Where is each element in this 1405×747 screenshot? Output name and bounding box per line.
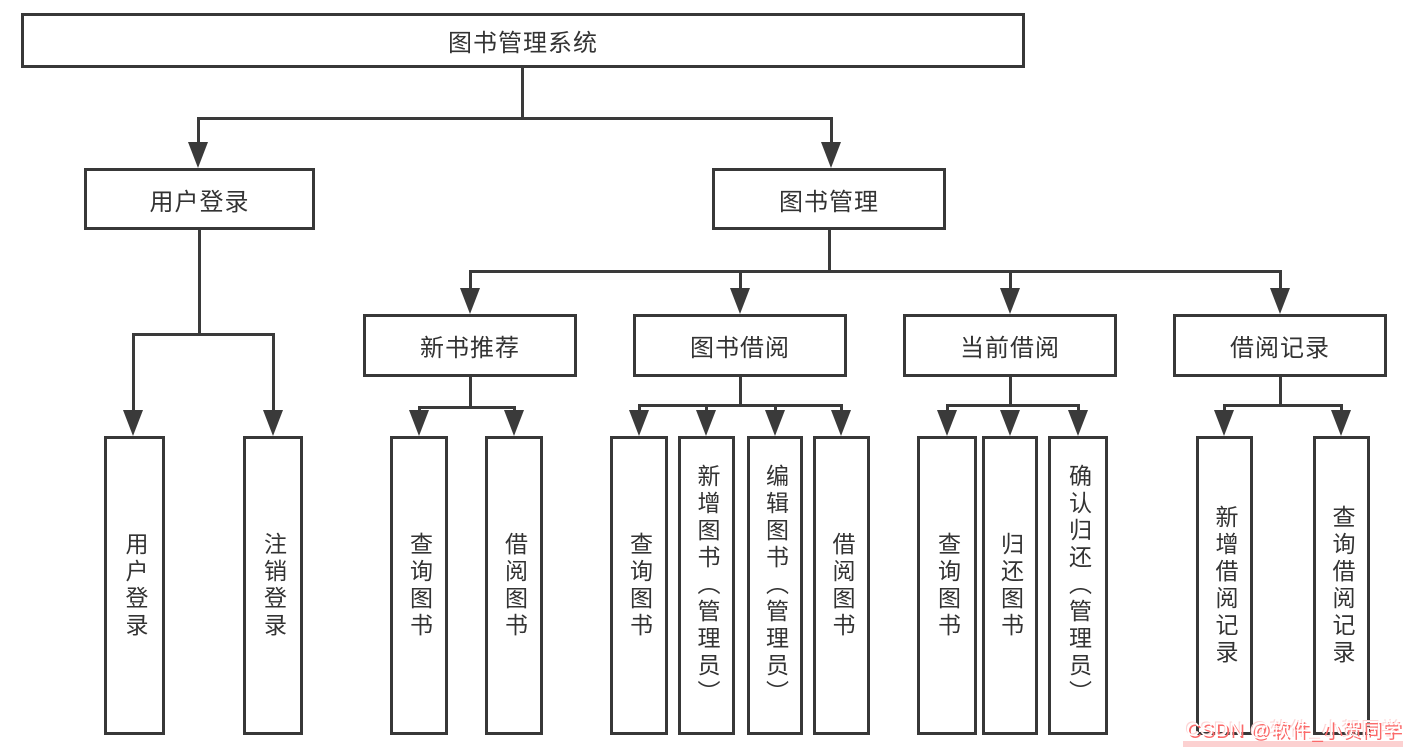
connector-line: [1279, 270, 1282, 292]
connector-line: [840, 404, 843, 412]
leaf-box-search-books-2: 查询图书: [610, 436, 668, 735]
connector-line: [705, 404, 708, 412]
node-book-management-label: 图书管理: [779, 188, 879, 216]
connector-line: [1223, 404, 1226, 412]
connector-line: [1009, 270, 1012, 292]
arrowhead-down-icon: [1000, 410, 1020, 436]
leaf-label: 查询借阅记录: [1329, 504, 1355, 667]
arrowhead-down-icon: [1068, 410, 1088, 436]
leaf-label: 借阅图书: [829, 531, 855, 640]
arrowhead-down-icon: [696, 410, 716, 436]
connector-line: [197, 117, 833, 120]
node-current-borrow: 当前借阅: [903, 314, 1117, 377]
connector-line: [418, 406, 516, 409]
node-book-borrow: 图书借阅: [633, 314, 847, 377]
connector-line: [1009, 377, 1012, 407]
leaf-label: 确认归还︵管理员︶: [1065, 464, 1092, 707]
leaf-box-search-books-1: 查询图书: [390, 436, 448, 735]
leaf-box-logout: 注销登录: [243, 436, 303, 735]
node-user-login-label: 用户登录: [149, 188, 250, 216]
leaf-box-search-borrow-record: 查询借阅记录: [1313, 436, 1370, 735]
connector-line: [828, 230, 831, 273]
arrowhead-down-icon: [1214, 410, 1234, 436]
connector-line: [469, 377, 472, 408]
watermark-band: [1183, 741, 1403, 747]
connector-line: [132, 333, 274, 336]
connector-line: [830, 117, 833, 149]
arrowhead-down-icon: [1000, 288, 1020, 314]
leaf-label: 新增借阅记录: [1212, 504, 1238, 667]
watermark: CSDN @软件_小贺同学: [1186, 720, 1402, 741]
leaf-box-confirm-return-admin: 确认归还︵管理员︶: [1048, 436, 1108, 735]
leaf-label: 编辑图书︵管理员︶: [762, 464, 789, 707]
leaf-label: 注销登录: [260, 531, 287, 640]
arrowhead-down-icon: [730, 288, 750, 314]
connector-line: [946, 404, 949, 412]
connector-line: [1340, 404, 1343, 412]
node-user-login: 用户登录: [84, 168, 315, 230]
leaf-label: 用户登录: [122, 531, 148, 640]
node-book-borrow-label: 图书借阅: [690, 335, 790, 362]
arrowhead-down-icon: [1270, 288, 1290, 314]
leaf-box-add-borrow-record: 新增借阅记录: [1196, 436, 1253, 735]
connector-line: [272, 333, 275, 413]
arrowhead-down-icon: [504, 410, 524, 436]
connector-line: [521, 67, 524, 119]
node-root-label: 图书管理系统: [448, 30, 598, 57]
arrowhead-down-icon: [123, 410, 143, 436]
arrowhead-down-icon: [1331, 410, 1351, 436]
connector-line: [774, 404, 777, 412]
arrowhead-down-icon: [765, 410, 785, 436]
node-book-management: 图书管理: [712, 168, 946, 230]
arrowhead-down-icon: [409, 410, 429, 436]
connector-line: [638, 404, 842, 407]
node-new-book-recommend: 新书推荐: [363, 314, 577, 377]
arrowhead-down-icon: [188, 142, 208, 168]
connector-line: [739, 377, 742, 407]
connector-line: [469, 270, 472, 292]
connector-line: [469, 270, 1281, 273]
arrowhead-down-icon: [831, 410, 851, 436]
leaf-label: 新增图书︵管理员︶: [694, 464, 720, 707]
connector-line: [1077, 404, 1080, 412]
leaf-label: 查询图书: [626, 531, 653, 640]
leaf-box-return-books: 归还图书: [982, 436, 1038, 735]
connector-line: [1223, 404, 1341, 407]
arrowhead-down-icon: [821, 142, 841, 168]
node-borrow-records: 借阅记录: [1173, 314, 1387, 377]
connector-line: [946, 404, 1080, 407]
node-borrow-records-label: 借阅记录: [1230, 335, 1330, 362]
leaf-box-search-books-3: 查询图书: [917, 436, 977, 735]
node-current-borrow-label: 当前借阅: [960, 335, 1060, 362]
leaf-label: 查询图书: [406, 531, 433, 640]
connector-line: [1279, 377, 1282, 407]
leaf-label: 查询图书: [934, 531, 961, 640]
leaf-box-add-books-admin: 新增图书︵管理员︶: [678, 436, 735, 735]
arrowhead-down-icon: [937, 410, 957, 436]
leaf-label: 归还图书: [997, 531, 1024, 640]
node-root-library-system: 图书管理系统: [21, 13, 1025, 68]
connector-line: [739, 270, 742, 292]
connector-line: [197, 117, 200, 149]
leaf-box-borrow-books-1: 借阅图书: [485, 436, 543, 735]
node-new-book-recommend-label: 新书推荐: [420, 335, 520, 362]
arrowhead-down-icon: [629, 410, 649, 436]
connector-line: [132, 333, 135, 413]
connector-line: [198, 230, 201, 335]
arrowhead-down-icon: [460, 288, 480, 314]
leaf-box-user-login: 用户登录: [104, 436, 165, 735]
connector-line: [638, 404, 641, 412]
leaf-label: 借阅图书: [501, 531, 528, 640]
arrowhead-down-icon: [263, 410, 283, 436]
leaf-box-edit-books-admin: 编辑图书︵管理员︶: [747, 436, 803, 735]
leaf-box-borrow-books-2: 借阅图书: [813, 436, 870, 735]
